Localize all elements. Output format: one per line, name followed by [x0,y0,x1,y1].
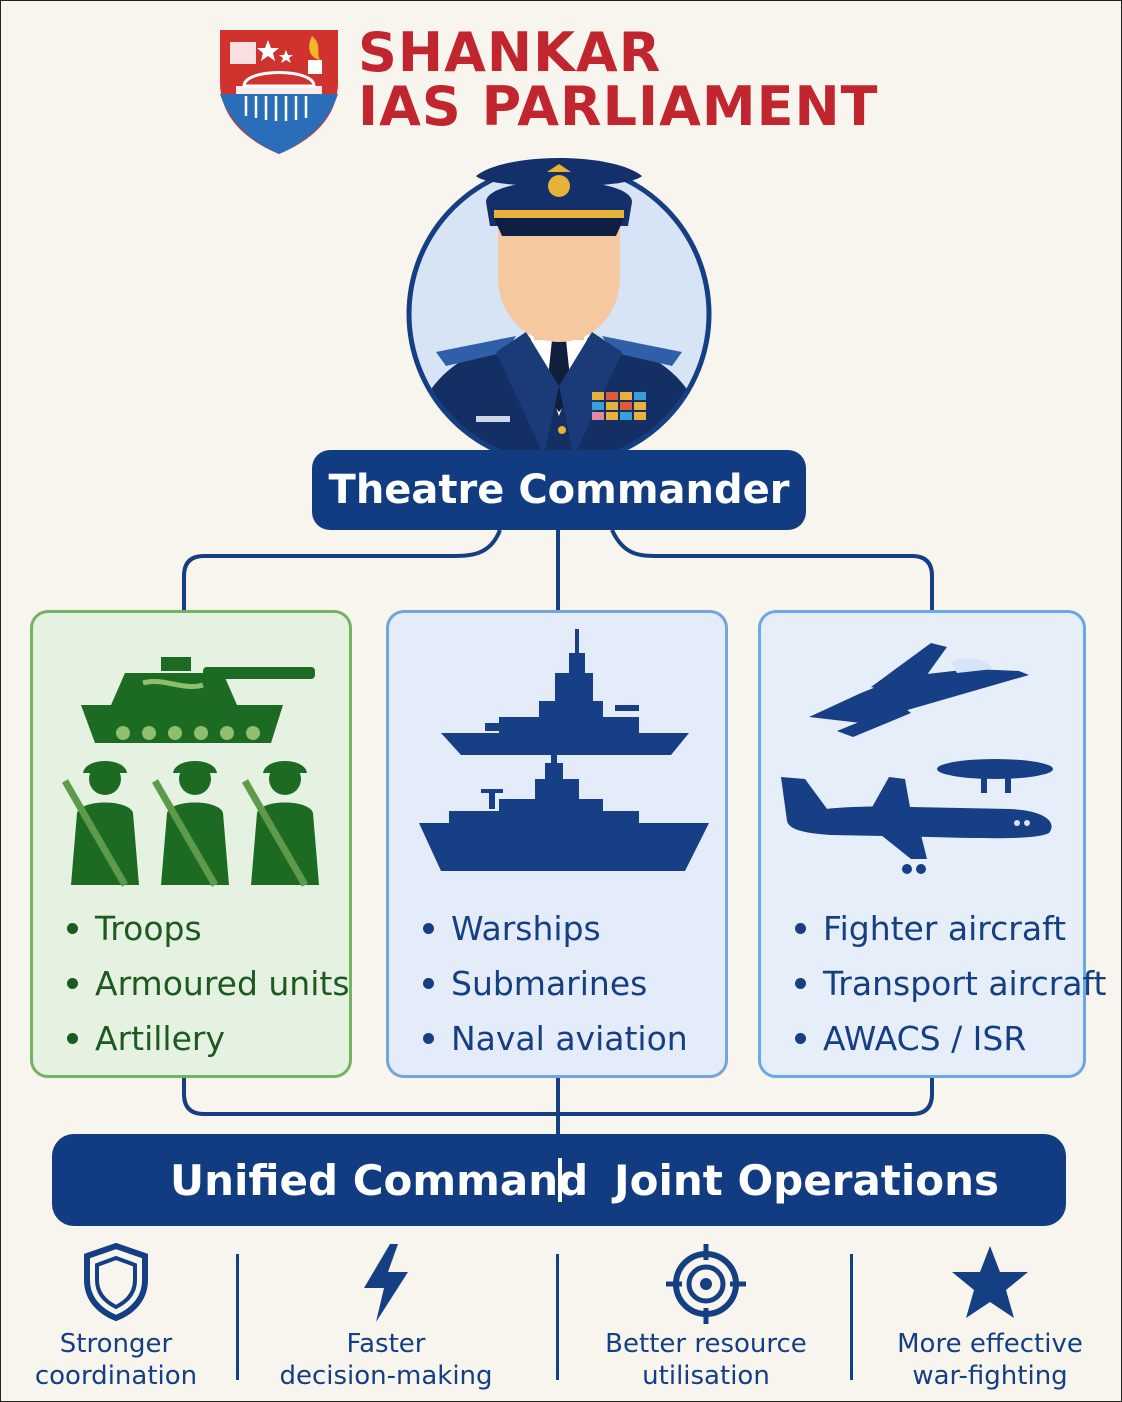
brand-line-1: SHANKAR [358,21,662,84]
list-item: Artillery [63,1011,350,1066]
list-item: Warships [419,901,688,956]
brand-line-2: IAS PARLIAMENT [358,75,879,138]
benefit-better-resource-utilisation: Better resource utilisation [576,1238,836,1394]
target-icon [666,1244,746,1324]
benefit-stronger-coordination: Stronger coordination [0,1238,246,1394]
brand-name: SHANKAR IAS PARLIAMENT [358,26,879,134]
unified-command-bar: Unified Command Joint Operations [52,1134,1066,1226]
benefit-label: Better resource utilisation [605,1329,807,1391]
list-item: Submarines [419,956,688,1011]
navy-list: Warships Submarines Naval aviation [419,901,688,1066]
shield-icon [84,1242,148,1322]
navy-illustration [419,629,709,871]
air-illustration [781,643,1053,874]
logo-emblem [220,30,338,154]
frigate-icon [419,745,709,871]
list-item: Fighter aircraft [791,901,1106,956]
tank-icon [81,657,315,743]
list-item: Troops [63,901,350,956]
list-item: Armoured units [63,956,350,1011]
list-item: Naval aviation [419,1011,688,1066]
warship-icon [441,629,689,755]
unified-command-label: Unified Command [170,1156,589,1205]
benefit-divider [236,1254,239,1380]
army-list: Troops Armoured units Artillery [63,901,350,1066]
army-illustration [61,657,319,887]
commander-portrait [406,158,712,467]
commander-title: Theatre Commander [312,450,806,530]
benefit-more-effective-war-fighting: More effective war-fighting [860,1238,1120,1394]
benefit-divider [556,1254,559,1380]
army-card: Troops Armoured units Artillery [30,610,352,1078]
air-card: Fighter aircraft Transport aircraft AWAC… [758,610,1106,1078]
air-list: Fighter aircraft Transport aircraft AWAC… [791,901,1106,1066]
navy-card: Warships Submarines Naval aviation [386,610,728,1078]
list-item: Transport aircraft [791,956,1106,1011]
fighter-jet-icon [809,643,1029,737]
benefit-faster-decision-making: Faster decision-making [256,1238,516,1394]
benefit-divider [850,1254,853,1380]
benefit-label: More effective war-fighting [897,1329,1083,1391]
benefit-label: Faster decision-making [279,1329,493,1391]
awacs-aircraft-icon [781,759,1053,874]
benefit-label: Stronger coordination [34,1329,198,1391]
lightning-icon [364,1244,408,1322]
soldier-icon [61,761,319,887]
bar-divider [558,1158,562,1202]
joint-operations-label: Joint Operations [614,1156,1000,1205]
list-item: AWACS / ISR [791,1011,1106,1066]
star-icon [952,1246,1028,1318]
